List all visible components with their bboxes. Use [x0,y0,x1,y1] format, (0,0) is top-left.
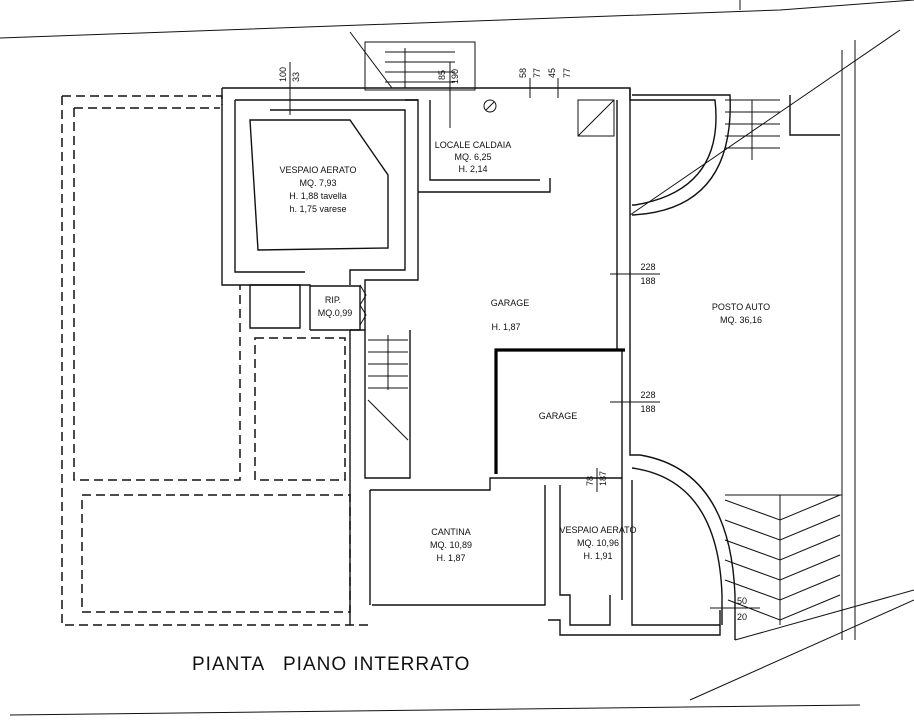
svg-text:POSTO AUTO: POSTO AUTO [712,302,770,312]
svg-text:50: 50 [737,596,747,606]
room-vespaio-top: VESPAIO AERATO MQ. 7,93 H. 1,88 tavella … [279,165,356,214]
dimension-opening-upper: 228 188 [610,262,660,286]
room-garage-small: GARAGE [539,411,578,421]
svg-text:VESPAIO AERATO: VESPAIO AERATO [559,525,636,535]
svg-text:MQ. 10,96: MQ. 10,96 [577,538,619,548]
svg-text:h. 1,75 varese: h. 1,75 varese [289,204,346,214]
room-garage-main: GARAGE H. 1,87 [491,298,530,332]
svg-text:RIP.: RIP. [325,295,341,305]
curved-walls [630,94,840,640]
svg-text:GARAGE: GARAGE [491,298,530,308]
svg-text:45: 45 [547,68,557,78]
dimension-window-left: 100 33 [278,62,301,115]
svg-text:MQ. 36,16: MQ. 36,16 [720,315,762,325]
svg-text:228: 228 [640,390,655,400]
svg-text:MQ.0,99: MQ.0,99 [318,308,353,318]
room-vespaio-bottom: VESPAIO AERATO MQ. 10,96 H. 1,91 [559,525,636,561]
svg-text:58: 58 [518,68,528,78]
svg-text:228: 228 [640,262,655,272]
room-posto-auto: POSTO AUTO MQ. 36,16 [712,302,770,325]
svg-text:H. 1,91: H. 1,91 [583,551,612,561]
svg-text:H. 1,87: H. 1,87 [436,553,465,563]
dimension-door-vespaio: 78 187 [585,468,608,492]
svg-text:VESPAIO AERATO: VESPAIO AERATO [279,165,356,175]
svg-text:188: 188 [640,404,655,414]
svg-text:CANTINA: CANTINA [431,527,471,537]
svg-text:78: 78 [585,476,595,486]
room-rip: RIP. MQ.0,99 [318,295,353,318]
dimension-window-mid: 85 190 [437,62,460,128]
room-cantina: CANTINA MQ. 10,89 H. 1,87 [430,527,472,563]
svg-text:190: 190 [450,69,460,84]
room-locale-caldaia: LOCALE CALDAIA MQ. 6,25 H. 2,14 [435,140,512,174]
svg-text:187: 187 [598,471,608,486]
svg-text:33: 33 [291,72,301,82]
svg-text:MQ. 7,93: MQ. 7,93 [299,178,336,188]
svg-text:H. 1,87: H. 1,87 [491,322,520,332]
svg-text:H. 2,14: H. 2,14 [458,164,487,174]
svg-text:77: 77 [532,68,542,78]
dimension-window-right: 58 77 45 77 [518,68,572,98]
drawing-title: PIANTA PIANO INTERRATO [192,654,470,675]
svg-text:MQ. 6,25: MQ. 6,25 [454,152,491,162]
svg-text:100: 100 [278,67,288,82]
boiler-icon [483,99,497,113]
svg-text:20: 20 [737,612,747,622]
svg-text:GARAGE: GARAGE [539,411,578,421]
new-partition [494,348,625,474]
dimension-corner: 50 20 [710,596,760,622]
svg-text:77: 77 [562,68,572,78]
symbols [359,99,615,326]
adjacent-dashed-outline [61,95,370,626]
chimney-icon [577,99,615,137]
svg-text:LOCALE CALDAIA: LOCALE CALDAIA [435,140,512,150]
external-walls [221,87,721,636]
svg-text:H. 1,88 tavella: H. 1,88 tavella [289,191,347,201]
svg-text:188: 188 [640,276,655,286]
stairs [349,31,842,625]
dimension-opening-lower: 228 188 [610,390,660,414]
svg-text:MQ. 10,89: MQ. 10,89 [430,540,472,550]
svg-text:85: 85 [437,70,447,80]
